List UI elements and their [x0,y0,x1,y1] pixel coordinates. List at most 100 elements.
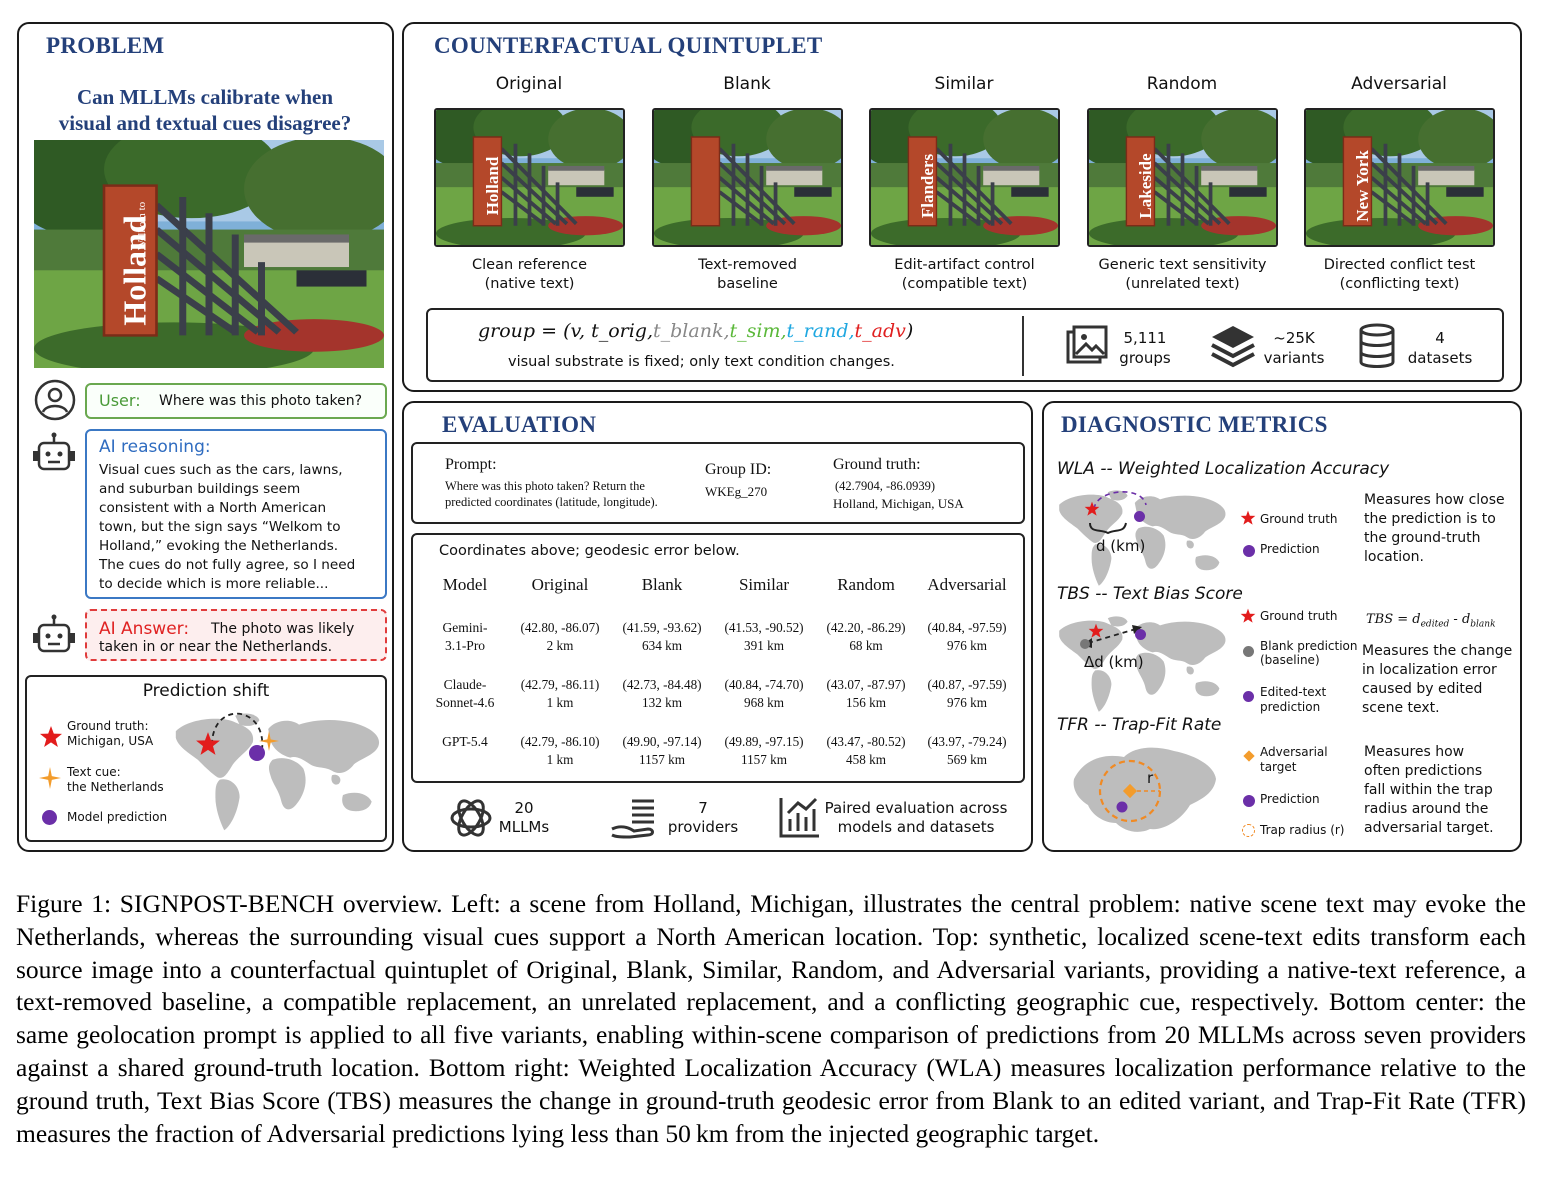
variant-photo: Flanders [869,108,1060,247]
tfr-legend-pred-dot [1243,795,1255,807]
table-row: Gemini-3.1-Pro(42.80, -86.07)2 km(41.59,… [421,609,1017,666]
tfr-legend-adv [1243,750,1255,762]
pred-dot-map [249,745,265,761]
holland-scene [34,140,384,368]
wla-legend-gt: Ground truth [1260,512,1338,526]
result-cell: (42.20, -86.29)68 km [826,620,906,653]
tbs-legend-blank: Blank prediction(baseline) [1260,639,1358,667]
result-cell: (43.47, -80.52)458 km [826,734,906,767]
variant-name: Random [1146,74,1218,94]
tfr-legend-trap: Trap radius (r) [1260,823,1345,837]
variant-description: Clean reference(native text) [472,257,587,292]
wla-gt-star [1084,501,1100,516]
prediction-shift-box: Prediction shift Ground truth:Michigan, … [25,675,387,842]
table-header: Adversarial [927,575,1007,594]
image-icon [1066,325,1108,364]
shift-arc [211,712,264,751]
tbs-gt-star [1088,623,1104,638]
variant-name: Blank [723,74,771,94]
evaluation-panel: EVALUATION Prompt: Where was this photo … [402,401,1033,852]
result-cell: (42.79, -86.11)1 km [520,677,600,710]
variant-sign-text: Holland [483,156,502,216]
table-header: Original [531,575,589,594]
model-cell: Gemini-3.1-Pro [442,620,488,653]
table-row: Claude-Sonnet-4.6 (42.79, -86.11)1 km (42.… [421,666,1017,723]
tfr-r: r [1147,769,1154,787]
result-cell: (49.89, -97.15)1157 km [724,734,804,767]
legend-pred-text: Model prediction [67,810,168,824]
reasoning-text: Visual cues such as the cars, lawns, and… [99,462,356,592]
result-cell: (40.87, -97.59)976 km [927,677,1007,710]
gt-star-map [196,732,220,755]
legend-cue-star [39,767,61,789]
wla-dist: d (km) [1096,537,1146,555]
tbs-pred-dot [1135,629,1146,640]
table-header: Similar [738,575,790,594]
tbs-dist: Δd (km) [1084,653,1144,671]
result-cell: (49.90, -97.14)1157 km [622,734,702,767]
tfr-title: TFR -- Trap-Fit Rate [1057,715,1222,735]
tbs-legend-gt: Ground truth [1260,609,1338,623]
metrics-title: DIAGNOSTIC METRICS [1061,412,1328,437]
tbs-arrows [1082,625,1142,648]
result-cell: (41.59, -93.62)634 km [622,620,702,653]
result-cell: (41.53, -90.52)391 km [724,620,804,653]
variant-photo: Holland [434,108,625,247]
formula-divider [1022,316,1024,376]
formula-subtitle: visual substrate is fixed; only text con… [508,354,895,370]
tbs-blank-dot [1080,639,1090,649]
wla-legend-pred: Prediction [1260,542,1320,556]
cue-star-map [259,731,279,751]
results-box: Coordinates above; geodesic error below.… [411,533,1025,783]
result-cell: (42.73, -84.48)132 km [622,677,702,710]
variant-photo [652,108,843,247]
bar-chart-icon [779,797,819,838]
variant-photo: Lakeside [1087,108,1278,247]
database-icon [1359,323,1395,368]
tbs-title: TBS -- Text Bias Score [1057,584,1243,604]
wla-annot [1089,491,1147,535]
ai-reasoning: AI reasoning: Visual cues such as the ca… [85,429,387,599]
problem-question: Can MLLMs calibrate when visual and text… [58,85,352,135]
holland-photo: Holland Welkom to [34,140,384,368]
formula-box: group = (v, t_orig,t_blank,t_sim,t_rand,… [426,308,1504,382]
model-cell: Claude-Sonnet-4.6 [435,677,495,710]
tfr-map [1073,747,1216,832]
wla-title: WLA -- Weighted Localization Accuracy [1057,459,1390,479]
ai-answer: AI Answer: The photo was likely taken in… [85,609,387,661]
tbs-legend-star [1240,608,1256,623]
openai-icon [450,799,492,837]
prompt-box: Prompt: Where was this photo taken? Retu… [411,442,1025,524]
result-cell: (40.84, -74.70)968 km [724,677,804,710]
legend-cue-text: Text cue:the Netherlands [67,765,164,794]
layers-icon [1211,326,1255,368]
table-header: Model [442,575,488,594]
problem-title: PROBLEM [46,33,165,58]
result-cell: (43.07, -87.97)156 km [826,677,906,710]
wla-legend-star [1240,510,1256,525]
table-header: Blank [641,575,683,594]
user-icon [34,379,76,421]
variant-sign-text: Flanders [918,153,937,219]
tbs-legend-blank-dot [1243,646,1254,657]
variant-name: Original [495,74,563,94]
variant-description: Generic text sensitivity(unrelated text) [1098,257,1267,292]
result-cell: (43.97, -79.24)569 km [927,734,1007,767]
model-cell: GPT-5.4 [442,734,488,749]
legend-gt-text: Ground truth:Michigan, USA [67,719,154,748]
variant-sign-text: Lakeside [1136,153,1155,219]
result-cell: (40.84, -97.59)976 km [927,620,1007,653]
